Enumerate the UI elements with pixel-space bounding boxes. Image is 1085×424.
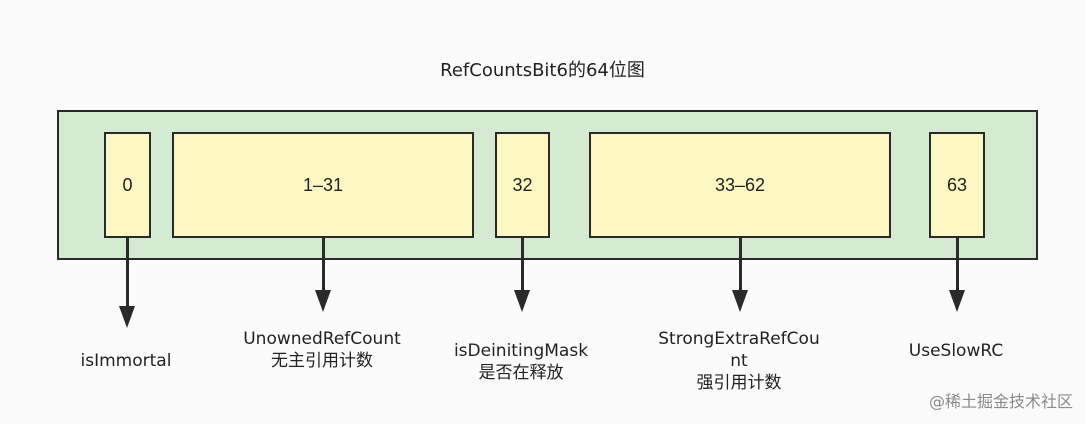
label-bit-0: isImmortal (66, 350, 186, 372)
bit-range-label: 0 (122, 174, 133, 195)
label-line: UseSlowRC (908, 341, 1004, 361)
bit-box-63: 63 (929, 132, 985, 238)
label-line: nt (730, 351, 748, 371)
arrow-head-33-62 (732, 290, 748, 312)
bit-box-33-62: 33–62 (589, 132, 891, 238)
arrow-line-32 (521, 238, 524, 292)
label-bits-33-62: StrongExtraRefCou nt 强引用计数 (639, 328, 839, 394)
arrow-head-0 (119, 306, 135, 328)
bit-range-label: 63 (946, 174, 968, 195)
label-bit-63: UseSlowRC (896, 340, 1016, 362)
arrow-head-32 (514, 290, 530, 312)
label-line: UnownedRefCount (243, 329, 401, 349)
arrow-line-1-31 (322, 238, 325, 292)
label-line: 是否在释放 (478, 363, 564, 383)
arrow-head-63 (949, 290, 965, 312)
label-bits-1-31: UnownedRefCount 无主引用计数 (222, 328, 422, 372)
arrow-line-0 (126, 238, 129, 308)
label-line: StrongExtraRefCou (658, 329, 820, 349)
label-line: 无主引用计数 (271, 351, 373, 371)
bit-range-label: 32 (512, 174, 533, 195)
label-bit-32: isDeinitingMask 是否在释放 (431, 340, 611, 384)
label-line: 强引用计数 (696, 373, 782, 393)
watermark: @稀土掘金技术社区 (928, 392, 1073, 411)
arrow-line-33-62 (739, 238, 742, 292)
bit-range-label: 1–31 (302, 174, 344, 195)
arrow-line-63 (956, 238, 959, 292)
arrow-head-1-31 (315, 290, 331, 312)
label-line: isDeinitingMask (453, 341, 589, 361)
label-line: isImmortal (80, 351, 172, 371)
bit-range-label: 33–62 (714, 174, 766, 195)
diagram-title: RefCountsBit6的64位图 (440, 60, 645, 81)
bit-box-0: 0 (104, 132, 151, 238)
bit-box-32: 32 (495, 132, 550, 238)
bit-box-1-31: 1–31 (172, 132, 474, 238)
